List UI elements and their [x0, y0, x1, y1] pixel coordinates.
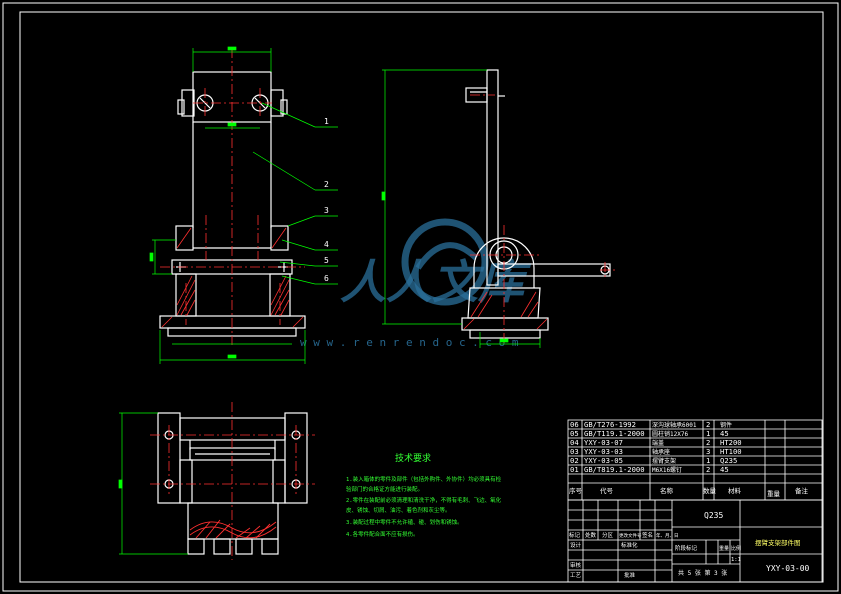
tech-req-line-1: 1.装入箱体的零件及部件（包括外购件、外协件）均必须具有检	[346, 475, 502, 483]
top-view-centerlines	[150, 402, 315, 560]
tech-req-line-5: 3.装配过程中零件不允许磕、碰、划伤和锈蚀。	[346, 518, 463, 526]
parts-header-name: 名称	[660, 486, 674, 495]
watermark-url: w w w . r e n r e n d o c . c o m	[300, 336, 519, 349]
front-view-centerlines	[160, 48, 305, 345]
balloon-4: 4	[324, 240, 329, 249]
parts-header-code: 代号	[600, 486, 614, 495]
parts-row-1-qty: 2	[706, 420, 710, 429]
parts-row-3-no: 04	[570, 438, 579, 447]
balloon-2: 2	[324, 180, 329, 189]
parts-row-2-code: GB/T119.1-2000	[584, 429, 645, 438]
rev-header-count: 处数	[585, 531, 597, 539]
parts-row-4-qty: 3	[706, 447, 710, 456]
rev-header-sign: 签名	[642, 531, 653, 539]
parts-row-1-code: GB/T276-1992	[584, 420, 636, 429]
parts-row-6-code: GB/T819.1-2000	[584, 465, 645, 474]
role-design: 设计	[570, 541, 582, 549]
rev-header-mark: 标记	[569, 531, 581, 539]
balloon-5: 5	[324, 256, 329, 265]
side-view-dimensions	[381, 69, 541, 348]
weight-label: 重量	[719, 545, 729, 552]
technical-requirements: 技术要求 1.装入箱体的零件及部件（包括外购件、外协件）均必须具有检 验部门的合…	[346, 452, 502, 538]
side-view-centerlines	[470, 94, 615, 345]
tech-req-line-6: 4.各零件配合面不应有损伤。	[346, 530, 419, 538]
stage-label: 阶段标记	[675, 544, 698, 552]
parts-row-4-code: YXY-03-03	[584, 447, 623, 456]
balloon-labels: 1 2 3 4 5 6	[324, 117, 329, 283]
parts-row-1-material: 钢件	[720, 421, 732, 429]
parts-row-5-no: 02	[570, 456, 579, 465]
scale-value: 1:1	[731, 557, 741, 563]
parts-row-2-material: 45	[720, 429, 729, 438]
parts-header-qty: 数量	[703, 486, 717, 495]
parts-header-remark: 备注	[795, 486, 809, 495]
sheet-count: 共 5 张 第 3 张	[678, 569, 727, 577]
parts-row-2-name: 圆柱销12X76	[652, 430, 688, 438]
parts-header-weight: 重量	[767, 490, 781, 498]
rev-header-doc: 更改文件号	[619, 532, 642, 539]
parts-list: 06 GB/T276-1992 深沟球轴承6001 2 钢件 05 GB/T11…	[567, 419, 823, 501]
approve-label: 批准	[624, 571, 636, 579]
leader-lines	[252, 102, 338, 285]
side-view-hatch	[463, 291, 548, 330]
front-view-dimensions	[149, 46, 306, 364]
title-block: 标记 处数 分区 更改文件号 签名 年、月、日 设计 标准化 审核 工艺 批准 …	[567, 499, 823, 583]
parts-row-5-material: Q235	[720, 456, 737, 465]
tech-req-title: 技术要求	[395, 452, 431, 464]
parts-row-2-qty: 1	[706, 429, 710, 438]
parts-row-4-material: HT100	[720, 447, 742, 456]
tech-req-line-4: 皮、锈蚀、切屑、油污、着色剂和灰尘等。	[346, 506, 451, 514]
watermark-logo-icon	[401, 218, 489, 306]
parts-row-5-code: YXY-03-05	[584, 456, 623, 465]
parts-row-3-material: HT200	[720, 438, 742, 447]
tech-req-line-2: 验部门的合格证方能进行装配。	[346, 485, 423, 493]
parts-row-2-no: 05	[570, 429, 579, 438]
rev-header-zone: 分区	[602, 531, 614, 539]
balloon-1: 1	[324, 117, 329, 126]
std-label: 标准化	[621, 541, 638, 549]
scale-label: 比例	[731, 545, 741, 552]
parts-row-6-name: M6X16螺钉	[652, 466, 682, 474]
balloon-6: 6	[324, 274, 329, 283]
parts-row-4-no: 03	[570, 447, 579, 456]
drawing-number: YXY-03-00	[766, 564, 810, 573]
parts-row-1-no: 06	[570, 420, 579, 429]
title-material: Q235	[704, 511, 723, 520]
balloon-3: 3	[324, 206, 329, 215]
parts-row-6-no: 01	[570, 465, 579, 474]
parts-row-3-code: YXY-03-07	[584, 438, 623, 447]
parts-header-material: 材料	[728, 486, 742, 495]
parts-row-6-material: 45	[720, 465, 729, 474]
drawing-name: 摆臂支架部件图	[755, 538, 801, 547]
parts-row-3-qty: 2	[706, 438, 710, 447]
parts-row-5-name: 摆臂支架	[652, 457, 676, 465]
parts-row-4-name: 轴承座	[652, 448, 670, 456]
role-process: 工艺	[570, 572, 582, 579]
tech-req-line-3: 2.零件在装配前必须清理和清洗干净，不得有毛刺、飞边、氧化	[346, 496, 502, 504]
parts-row-3-name: 端盖	[652, 439, 664, 447]
role-review: 审核	[570, 561, 582, 569]
parts-row-1-name: 深沟球轴承6001	[652, 421, 697, 429]
parts-row-5-qty: 1	[706, 456, 710, 465]
top-view-dimensions	[118, 412, 188, 555]
parts-header-no: 序号	[569, 486, 583, 495]
parts-row-6-qty: 2	[706, 465, 710, 474]
rev-header-date: 年、月、日	[656, 532, 679, 539]
